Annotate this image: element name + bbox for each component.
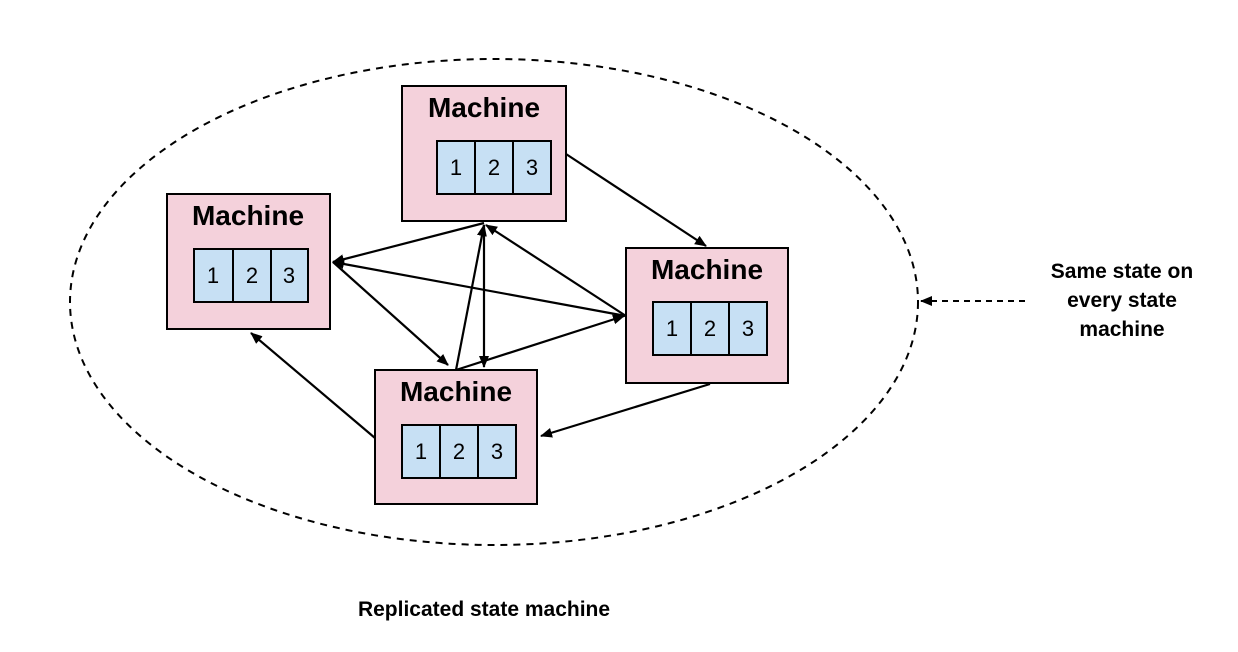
arrow-bottom-to-right [455, 314, 625, 372]
state-log: 1 2 3 [436, 140, 552, 195]
replication-arrows [250, 153, 711, 439]
note-line-1: Same state on [1051, 260, 1193, 283]
arrow-right-to-bottom [540, 382, 711, 438]
log-cell [474, 140, 514, 195]
log-cell [270, 248, 309, 303]
log-entry-2: 2 [246, 263, 258, 288]
log-entry-3: 3 [491, 439, 503, 464]
state-log: 1 2 3 [193, 248, 309, 303]
arrow-bottom-to-left [250, 332, 376, 439]
arrow-top-to-right [565, 153, 707, 247]
log-entry-3: 3 [742, 316, 754, 341]
log-entry-1: 1 [415, 439, 427, 464]
note-line-3: machine [1079, 318, 1164, 341]
state-log: 1 2 3 [401, 424, 517, 479]
arrow-top-to-left [332, 221, 485, 265]
arrow-bottom-to-top [454, 224, 487, 371]
arrow-right-to-top [485, 224, 627, 317]
log-entry-2: 2 [488, 155, 500, 180]
machine-label: Machine [428, 92, 540, 123]
log-cell [652, 301, 692, 356]
log-cell [728, 301, 768, 356]
note-line-2: every state [1067, 289, 1177, 312]
log-entry-2: 2 [704, 316, 716, 341]
log-entry-3: 3 [283, 263, 295, 288]
log-entry-1: 1 [450, 155, 462, 180]
log-cell [439, 424, 479, 479]
machine-left: Machine 1 2 3 [166, 193, 331, 330]
log-cell [512, 140, 552, 195]
log-entry-1: 1 [666, 316, 678, 341]
state-log: 1 2 3 [652, 301, 768, 356]
log-cell [477, 424, 517, 479]
arrow-left-to-bottom [332, 261, 449, 366]
log-entry-1: 1 [207, 263, 219, 288]
machine-bottom: Machine 1 2 3 [374, 369, 538, 505]
machine-label: Machine [192, 200, 304, 231]
diagram-caption: Replicated state machine [358, 598, 610, 621]
log-entry-3: 3 [526, 155, 538, 180]
log-cell [436, 140, 476, 195]
machine-label: Machine [651, 254, 763, 285]
machine-label: Machine [400, 376, 512, 407]
annotation-note: Same state on every state machine [1051, 260, 1193, 341]
log-entry-2: 2 [453, 439, 465, 464]
machine-top: Machine 1 2 3 [401, 85, 567, 222]
arrow-right-to-left [332, 259, 627, 318]
machine-right: Machine 1 2 3 [625, 247, 789, 384]
cluster-boundary [69, 58, 919, 546]
